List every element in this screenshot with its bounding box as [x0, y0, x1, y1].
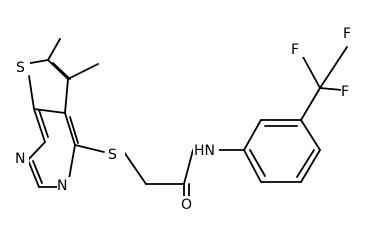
label-background — [343, 24, 357, 41]
bond — [38, 109, 49, 138]
atom-nh-amide: HN — [194, 143, 215, 159]
label-background — [290, 40, 304, 57]
bond — [243, 149, 262, 183]
bond — [27, 141, 46, 161]
bond — [183, 149, 194, 185]
bond — [28, 75, 35, 110]
bond — [47, 38, 61, 61]
label-background — [15, 150, 29, 167]
label-background — [193, 141, 219, 158]
bond — [123, 151, 147, 185]
bond — [300, 87, 321, 121]
bond — [47, 59, 69, 80]
bond — [64, 78, 69, 114]
bond — [68, 144, 76, 180]
label-background — [14, 57, 30, 75]
bond — [64, 112, 76, 146]
atom-labels: S N N S HN O F F F — [14, 24, 357, 213]
atom-o-carbonyl: O — [181, 197, 192, 213]
bond — [52, 62, 71, 80]
atom-s-thioether: S — [108, 147, 117, 163]
bond — [249, 149, 266, 177]
bond — [69, 116, 79, 144]
bond — [33, 108, 46, 143]
bond — [27, 159, 40, 188]
bond — [301, 54, 321, 89]
label-background — [105, 145, 125, 163]
bond — [319, 87, 343, 91]
bond — [300, 119, 321, 151]
bond — [32, 160, 43, 184]
molecule-structure: S N N S HN O F F F — [14, 24, 357, 213]
bond — [74, 144, 105, 153]
bond — [67, 63, 99, 80]
bond — [243, 119, 262, 151]
atom-f-3: F — [341, 84, 349, 100]
bond — [296, 149, 315, 178]
atom-f-2: F — [343, 26, 351, 42]
atom-n-pyrimidine-1: N — [15, 151, 25, 167]
atom-n-pyrimidine-3: N — [57, 178, 67, 194]
bond — [300, 149, 321, 183]
atom-s-thiophene: S — [16, 60, 25, 76]
bonds — [24, 38, 348, 199]
label-background — [180, 196, 196, 213]
label-background — [341, 82, 355, 99]
atom-f-1: F — [291, 42, 299, 58]
label-background — [57, 177, 71, 194]
bond — [319, 46, 348, 89]
